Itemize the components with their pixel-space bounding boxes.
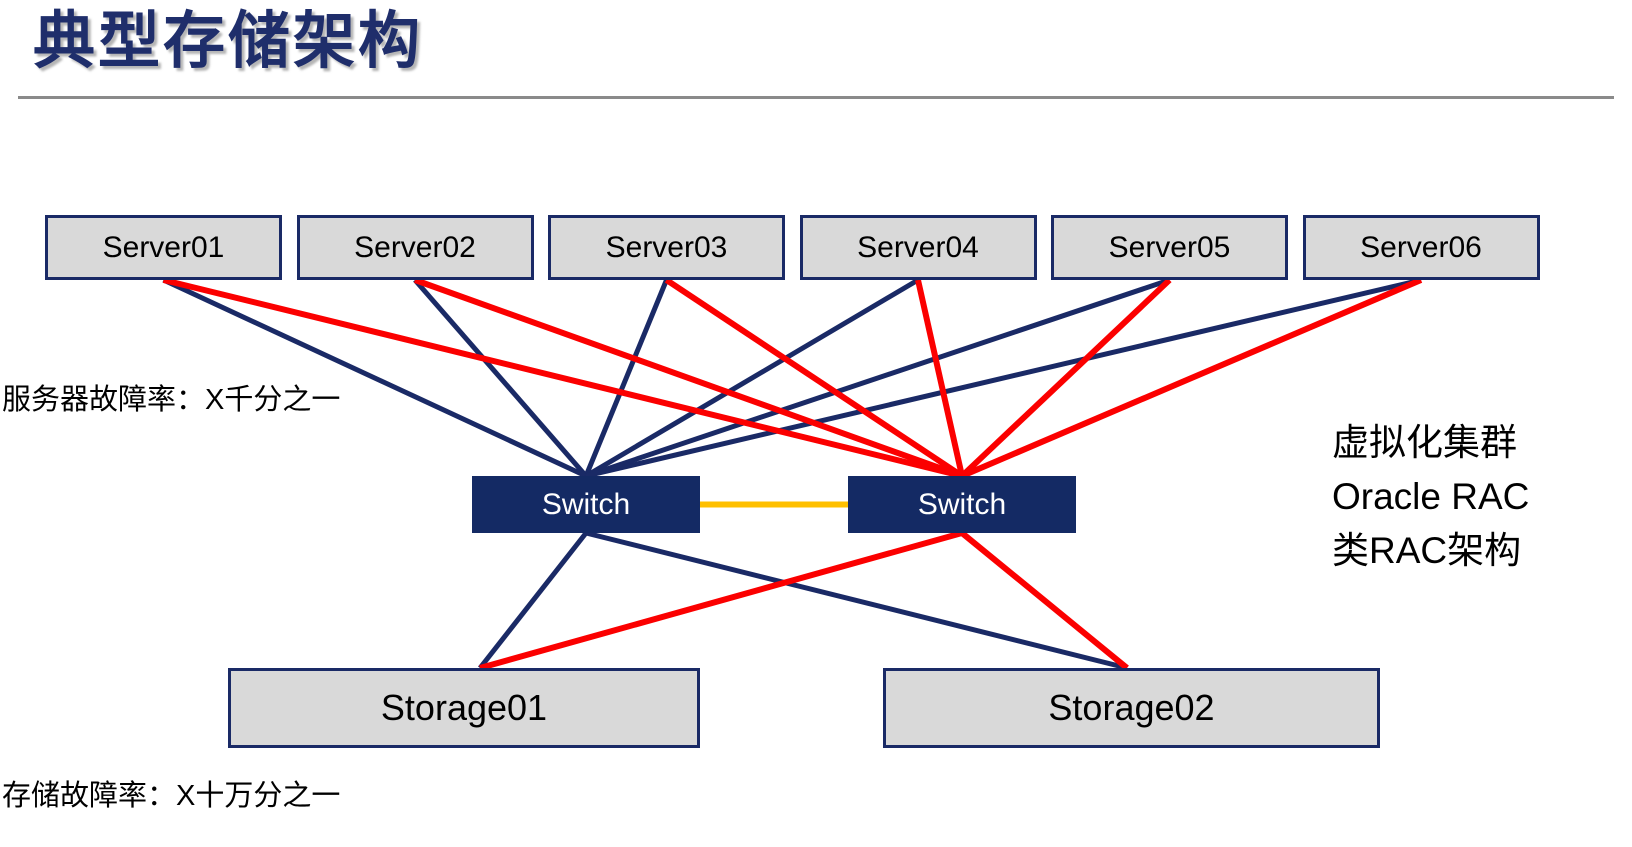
server-3-box: Server03 — [548, 215, 785, 280]
storage-1-box: Storage01 — [228, 668, 700, 748]
link-server-1-switch-2 — [162, 277, 963, 479]
link-switch-1-storage-1 — [478, 531, 588, 670]
page-title: 典型存储架构 — [33, 7, 424, 76]
server-2-label: Server02 — [354, 230, 476, 264]
server-2-box: Server02 — [296, 215, 534, 280]
link-switch-2-storage-1 — [479, 530, 963, 671]
cluster-note: 虚拟化集群 Oracle RAC 类RAC架构 — [1332, 416, 1529, 578]
title-divider — [18, 96, 1614, 99]
switch-1-label: Switch — [541, 487, 631, 521]
server-5-label: Server05 — [1108, 230, 1231, 264]
server-6-box: Server06 — [1302, 215, 1540, 280]
storage-2-label: Storage02 — [1048, 687, 1215, 728]
link-switch-2-storage-2 — [960, 530, 1129, 671]
link-server-3-switch-1 — [583, 279, 669, 477]
storage-1-label: Storage01 — [380, 687, 548, 728]
link-server-5-switch-1 — [585, 277, 1171, 479]
server-1-label: Server01 — [102, 230, 225, 264]
cluster-note-line-2: Oracle RAC — [1332, 476, 1530, 517]
server-4-box: Server04 — [799, 215, 1037, 280]
server-4-label: Server04 — [857, 230, 979, 264]
server-3-label: Server03 — [605, 230, 728, 264]
cluster-note-line-1: 虚拟化集群 — [1332, 422, 1517, 463]
storage-failure-rate-label: 存储故障率：X十万分之一 — [2, 780, 341, 812]
link-switch-1-storage-2 — [585, 530, 1128, 671]
link-server-1-switch-1 — [162, 277, 588, 479]
server-1-box: Server01 — [45, 215, 282, 280]
link-server-6-switch-2 — [960, 277, 1423, 479]
server-6-label: Server06 — [1360, 230, 1482, 264]
link-server-5-switch-2 — [959, 277, 1172, 479]
storage-2-box: Storage02 — [883, 668, 1380, 748]
switch-2-box: Switch — [848, 476, 1076, 533]
server-5-box: Server05 — [1051, 215, 1288, 280]
link-server-2-switch-2 — [413, 277, 964, 479]
link-server-2-switch-1 — [413, 278, 588, 478]
cluster-note-line-3: 类RAC架构 — [1332, 530, 1522, 571]
server-failure-rate-label: 服务器故障率：X千分之一 — [2, 384, 341, 416]
link-server-6-switch-1 — [585, 277, 1422, 479]
switch-1-box: Switch — [472, 476, 700, 533]
switch-2-label: Switch — [917, 487, 1007, 521]
link-server-4-switch-2 — [915, 279, 965, 477]
link-server-4-switch-1 — [584, 277, 920, 479]
link-server-3-switch-2 — [664, 277, 964, 479]
